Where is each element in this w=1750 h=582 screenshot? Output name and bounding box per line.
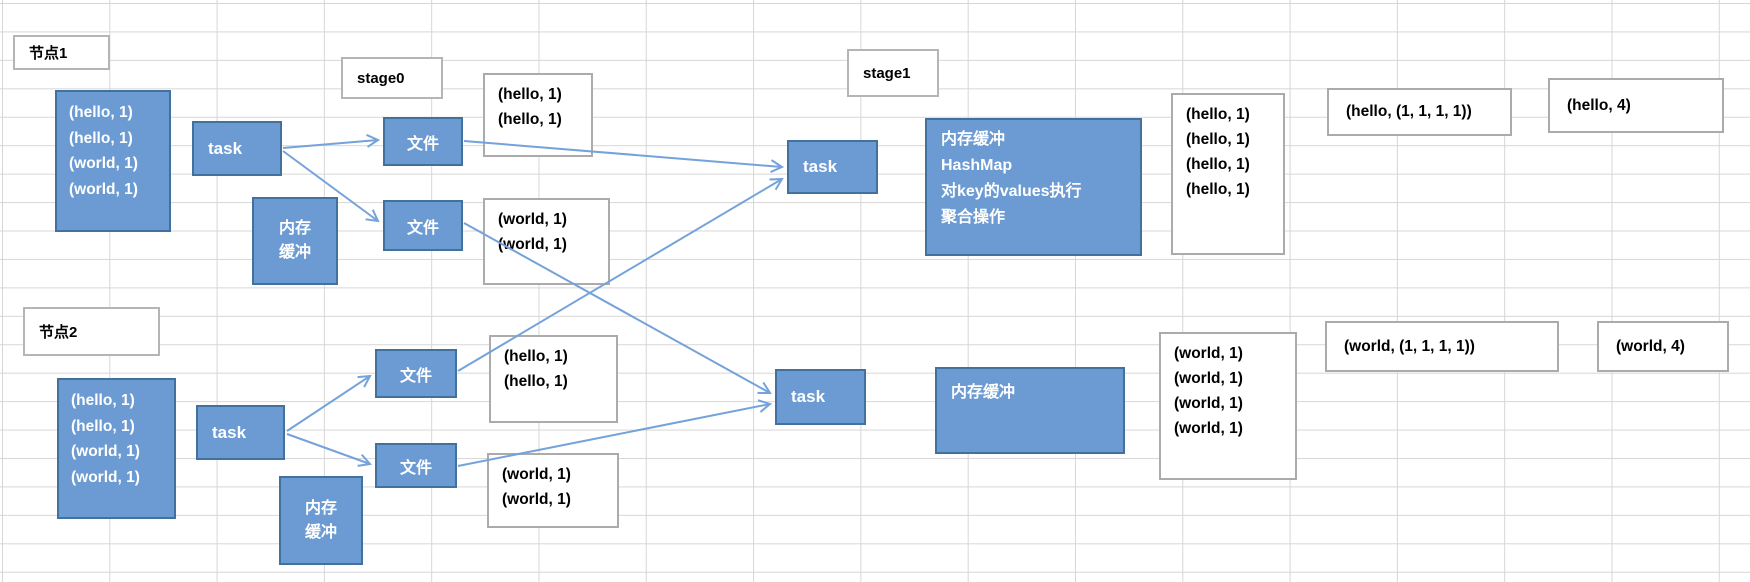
node1-file-hello-records: (hello, 1) (hello, 1) — [483, 73, 593, 157]
stage1-task-world-box: task — [775, 369, 866, 425]
node2-input-records: (hello, 1) (hello, 1) (world, 1) (world,… — [57, 378, 176, 519]
node1-task-box: task — [192, 121, 282, 176]
node2-label: 节点2 — [23, 307, 160, 356]
hello-grouped-record: (hello, (1, 1, 1, 1)) — [1327, 88, 1512, 136]
arrow-node2-task-to-file-world — [286, 433, 372, 467]
node2-file-world-records: (world, 1) (world, 1) — [487, 453, 619, 528]
node2-file-hello-box: 文件 — [375, 349, 457, 398]
stage1-task-hello-box: task — [787, 140, 878, 194]
stage1-label: stage1 — [847, 49, 939, 97]
stage1-aggregate-buffer-box: 内存缓冲 HashMap 对key的values执行 聚合操作 — [925, 118, 1142, 256]
stage1-world-records-list: (world, 1) (world, 1) (world, 1) (world,… — [1159, 332, 1297, 480]
node2-file-hello-records: (hello, 1) (hello, 1) — [489, 335, 618, 423]
node2-memory-buffer-box: 内存 缓冲 — [279, 476, 363, 565]
arrow-node2-task-to-file-hello — [286, 374, 372, 432]
node2-task-box: task — [196, 405, 285, 460]
stage0-label: stage0 — [341, 57, 443, 99]
world-aggregated-record: (world, 4) — [1597, 321, 1729, 372]
arrow-node1-task-to-file-hello — [282, 134, 381, 149]
stage1-memory-buffer-box: 内存缓冲 — [935, 367, 1125, 454]
node1-file-world-box: 文件 — [383, 200, 463, 251]
node2-file-world-box: 文件 — [375, 443, 457, 488]
node1-file-world-records: (world, 1) (world, 1) — [483, 198, 610, 285]
node1-memory-buffer-box: 内存 缓冲 — [252, 197, 338, 285]
node1-input-records: (hello, 1) (hello, 1) (world, 1) (world,… — [55, 90, 171, 232]
node1-label: 节点1 — [13, 35, 110, 70]
stage1-hello-records-list: (hello, 1) (hello, 1) (hello, 1) (hello,… — [1171, 93, 1285, 255]
node1-file-hello-box: 文件 — [383, 117, 463, 166]
world-grouped-record: (world, (1, 1, 1, 1)) — [1325, 321, 1559, 372]
hello-aggregated-record: (hello, 4) — [1548, 78, 1724, 133]
